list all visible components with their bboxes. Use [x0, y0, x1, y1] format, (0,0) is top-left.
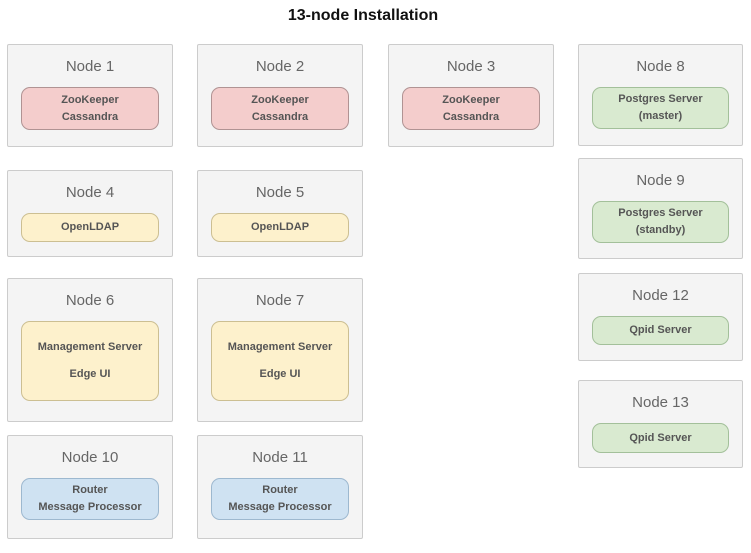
- service-pill-node-7: Management Server Edge UI: [211, 321, 349, 401]
- node-label: Node 11: [252, 449, 308, 466]
- node-card-11: Node 11 Router Message Processor: [197, 435, 363, 539]
- node-card-6: Node 6 Management Server Edge UI: [7, 278, 173, 422]
- node-card-3: Node 3 ZooKeeper Cassandra: [388, 44, 554, 147]
- node-label: Node 13: [632, 394, 689, 411]
- node-label: Node 8: [636, 58, 685, 75]
- node-label: Node 9: [636, 172, 685, 189]
- service-pill-node-1: ZooKeeper Cassandra: [21, 87, 159, 130]
- node-card-9: Node 9 Postgres Server (standby): [578, 158, 743, 259]
- node-card-10: Node 10 Router Message Processor: [7, 435, 173, 539]
- node-label: Node 5: [255, 184, 305, 201]
- node-label: Node 1: [65, 58, 115, 75]
- service-pill-node-8: Postgres Server (master): [592, 87, 729, 129]
- service-pill-node-10: Router Message Processor: [21, 478, 159, 520]
- node-card-13: Node 13 Qpid Server: [578, 380, 743, 468]
- node-card-12: Node 12 Qpid Server: [578, 273, 743, 361]
- node-label: Node 12: [632, 287, 689, 304]
- node-card-7: Node 7 Management Server Edge UI: [197, 278, 363, 422]
- service-pill-node-4: OpenLDAP: [21, 213, 159, 242]
- service-pill-node-11: Router Message Processor: [211, 478, 349, 520]
- node-label: Node 7: [255, 292, 305, 309]
- node-card-8: Node 8 Postgres Server (master): [578, 44, 743, 146]
- service-pill-node-13: Qpid Server: [592, 423, 729, 453]
- node-card-1: Node 1 ZooKeeper Cassandra: [7, 44, 173, 147]
- diagram-title: 13-node Installation: [287, 7, 439, 24]
- node-card-2: Node 2 ZooKeeper Cassandra: [197, 44, 363, 147]
- node-label: Node 4: [65, 184, 115, 201]
- service-pill-node-2: ZooKeeper Cassandra: [211, 87, 349, 130]
- node-label: Node 10: [61, 449, 119, 466]
- service-pill-node-5: OpenLDAP: [211, 213, 349, 242]
- service-pill-node-12: Qpid Server: [592, 316, 729, 345]
- node-card-5: Node 5 OpenLDAP: [197, 170, 363, 257]
- node-label: Node 2: [255, 58, 305, 75]
- service-pill-node-9: Postgres Server (standby): [592, 201, 729, 243]
- node-label: Node 3: [446, 58, 496, 75]
- node-label: Node 6: [65, 292, 115, 309]
- service-pill-node-3: ZooKeeper Cassandra: [402, 87, 540, 130]
- service-pill-node-6: Management Server Edge UI: [21, 321, 159, 401]
- node-card-4: Node 4 OpenLDAP: [7, 170, 173, 257]
